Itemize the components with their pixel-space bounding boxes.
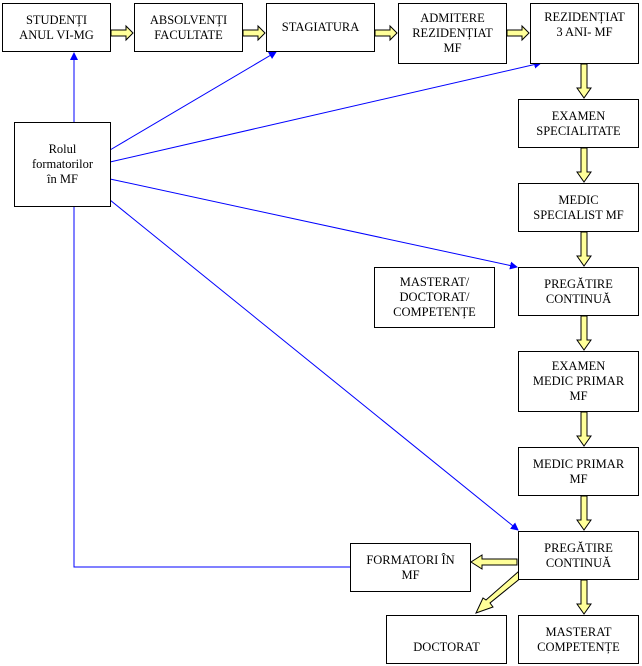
link-rolul-to-stagiatura [109, 51, 277, 151]
box-masterat-doctorat-competente: MASTERAT/ DOCTORAT/ COMPETENȚE [374, 267, 495, 328]
flow-arrow-down [576, 495, 592, 531]
box-stagiatura: STAGIATURA [266, 3, 375, 52]
link-rolul-to-pregatire-1 [109, 178, 518, 270]
box-rolul-formatorilor: Rolul formatorilor în MF [14, 122, 111, 207]
flow-arrow-down [576, 411, 592, 447]
box-masterat-competente: MASTERAT COMPETENȚE [518, 615, 639, 664]
box-rezidentiat: REZIDENȚIAT 3 ANI- MF [530, 3, 639, 64]
link-rolul-to-rezidentiat [109, 60, 542, 163]
flow-arrow-right [374, 24, 398, 42]
flow-arrow-right [506, 24, 530, 42]
link-formatori-to-rolul [73, 206, 350, 568]
flow-arrow-down [576, 315, 592, 351]
box-medic-primar: MEDIC PRIMAR MF [518, 447, 639, 496]
flow-arrow-right [242, 24, 266, 42]
box-examen-medic-primar: EXAMEN MEDIC PRIMAR MF [518, 351, 639, 412]
box-pregatire-continua-1: PREGĂTIRE CONTINUĂ [518, 267, 639, 316]
box-admitere: ADMITERE REZIDENȚIAT MF [398, 3, 507, 64]
box-studenti: STUDENȚI ANUL VI-MG [2, 3, 111, 52]
flow-arrow-left [470, 554, 518, 570]
box-pregatire-continua-2: PREGĂTIRE CONTINUĂ [518, 531, 639, 580]
flow-arrow-right [110, 24, 134, 42]
flow-arrow-down [576, 147, 592, 183]
flow-arrow-diagonal [475, 571, 523, 614]
box-examen-specialitate: EXAMEN SPECIALITATE [518, 99, 639, 148]
box-medic-specialist: MEDIC SPECIALIST MF [518, 183, 639, 232]
box-doctorat: DOCTORAT [386, 615, 507, 664]
flow-arrow-down [576, 579, 592, 615]
box-formatori-in-mf: FORMATORI ÎN MF [350, 543, 471, 592]
flow-arrow-down [576, 63, 592, 99]
flow-arrow-down [576, 231, 592, 267]
box-absolventi: ABSOLVENȚI FACULTATE [134, 3, 243, 52]
link-rolul-to-pregatire-2 [109, 199, 519, 531]
